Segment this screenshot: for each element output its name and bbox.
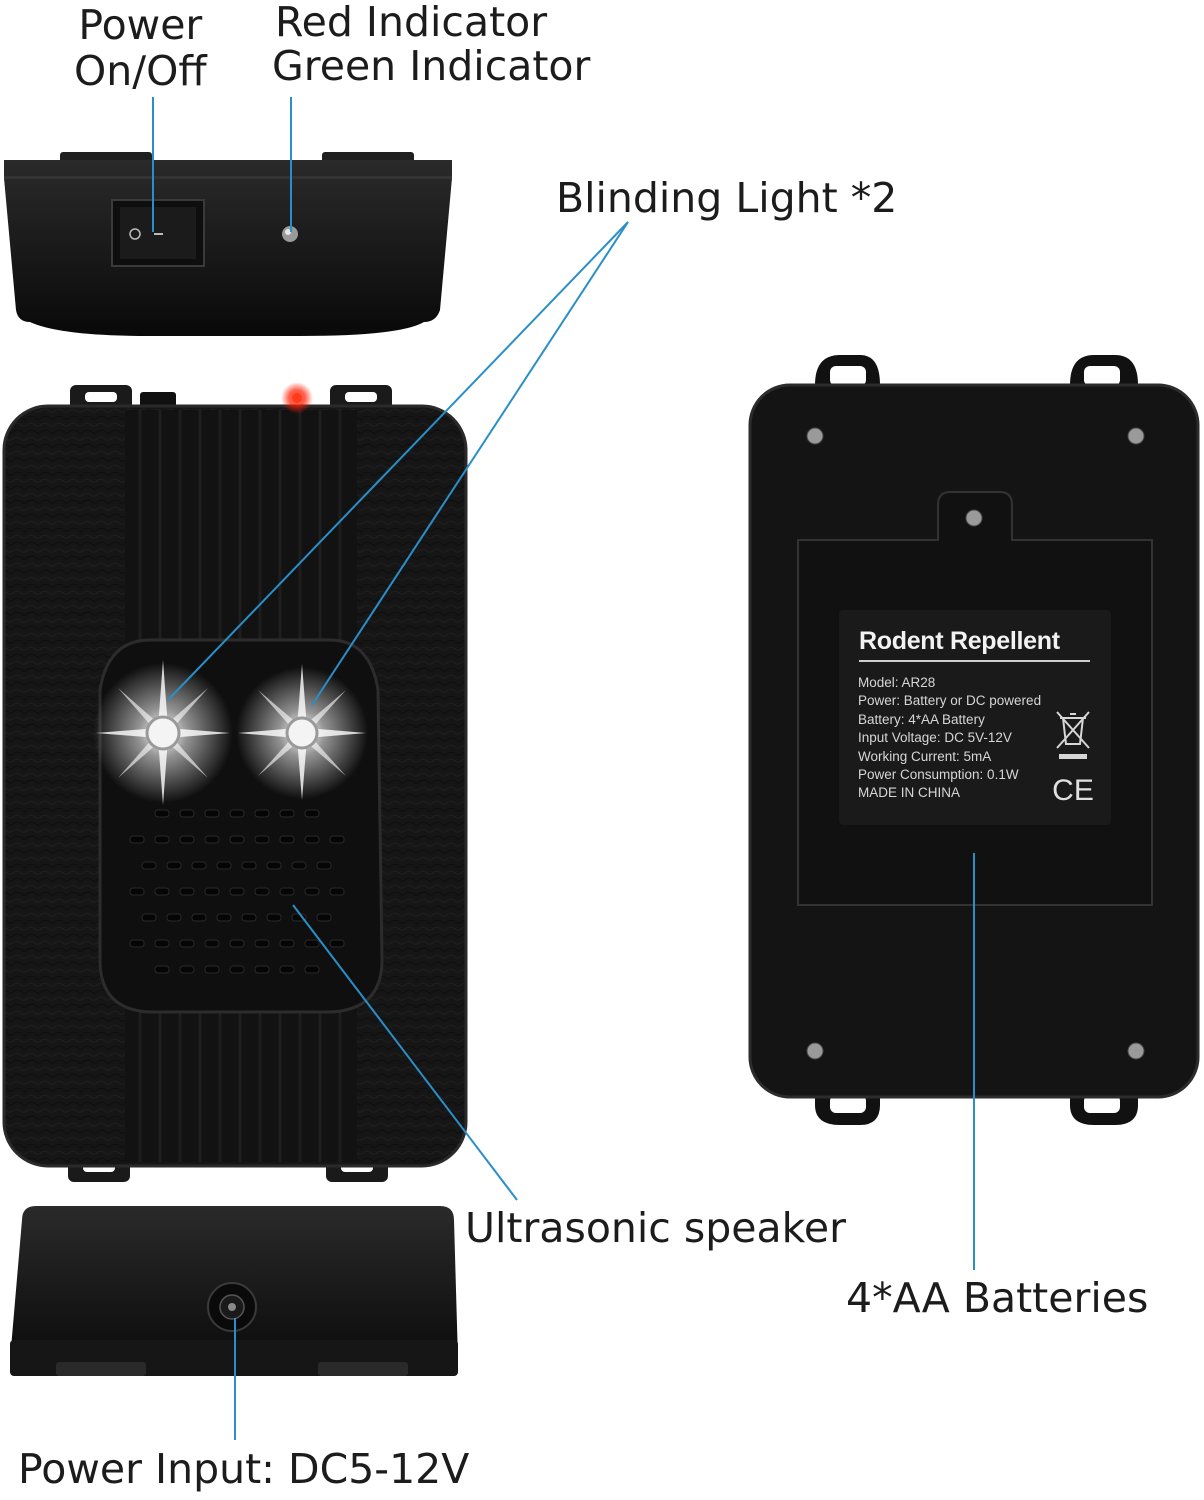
power-input-callout: Power Input: DC5-12V (18, 1445, 470, 1493)
spec-line-model: Model: AR28 (858, 675, 936, 690)
power-switch-icon[interactable] (111, 199, 205, 267)
indicator-led-icon (282, 226, 298, 242)
red-indicator-callout: Red Indicator (275, 0, 548, 46)
blinding-light-right (236, 664, 368, 800)
spec-lines: Model: AR28 Power: Battery or DC powered… (858, 674, 1041, 803)
blinding-light-left (93, 660, 233, 805)
spec-line-battery: Battery: 4*AA Battery (858, 711, 985, 727)
blinding-light-callout: Blinding Light *2 (556, 174, 898, 222)
weee-bar (1059, 754, 1087, 759)
front-device-view (2, 385, 468, 1182)
power-callout-line1: Power (78, 1, 203, 49)
dc-jack-icon[interactable] (207, 1282, 257, 1332)
spec-line-origin: MADE IN CHINA (858, 785, 961, 801)
weee-bin-icon (1056, 711, 1090, 749)
red-indicator-glow (281, 382, 313, 414)
batteries-callout: 4*AA Batteries (846, 1274, 1149, 1322)
top-end-view (4, 152, 452, 336)
spec-line-voltage: Input Voltage: DC 5V-12V (858, 730, 1012, 746)
ce-mark-icon: CE (1053, 774, 1093, 807)
green-indicator-callout: Green Indicator (272, 42, 591, 90)
spec-divider (859, 660, 1090, 662)
spec-line-consumption: Power Consumption: 0.1W (858, 767, 1019, 783)
speaker-grille (129, 809, 345, 974)
product-spec-label: Rodent Repellent Model: AR28 Power: Batt… (839, 610, 1111, 825)
power-callout-line2: On/Off (74, 47, 207, 95)
spec-icons: CE (1053, 711, 1093, 807)
screw-icon (806, 427, 1145, 1060)
spec-line-power: Power: Battery or DC powered (858, 693, 1042, 709)
ultrasonic-speaker-callout: Ultrasonic speaker (465, 1204, 846, 1252)
leader-lines (152, 97, 975, 1440)
spec-title: Rodent Repellent (859, 627, 1060, 655)
power-switch-callout: Power On/Off (74, 2, 207, 94)
spec-line-current: Working Current: 5mA (858, 748, 992, 764)
